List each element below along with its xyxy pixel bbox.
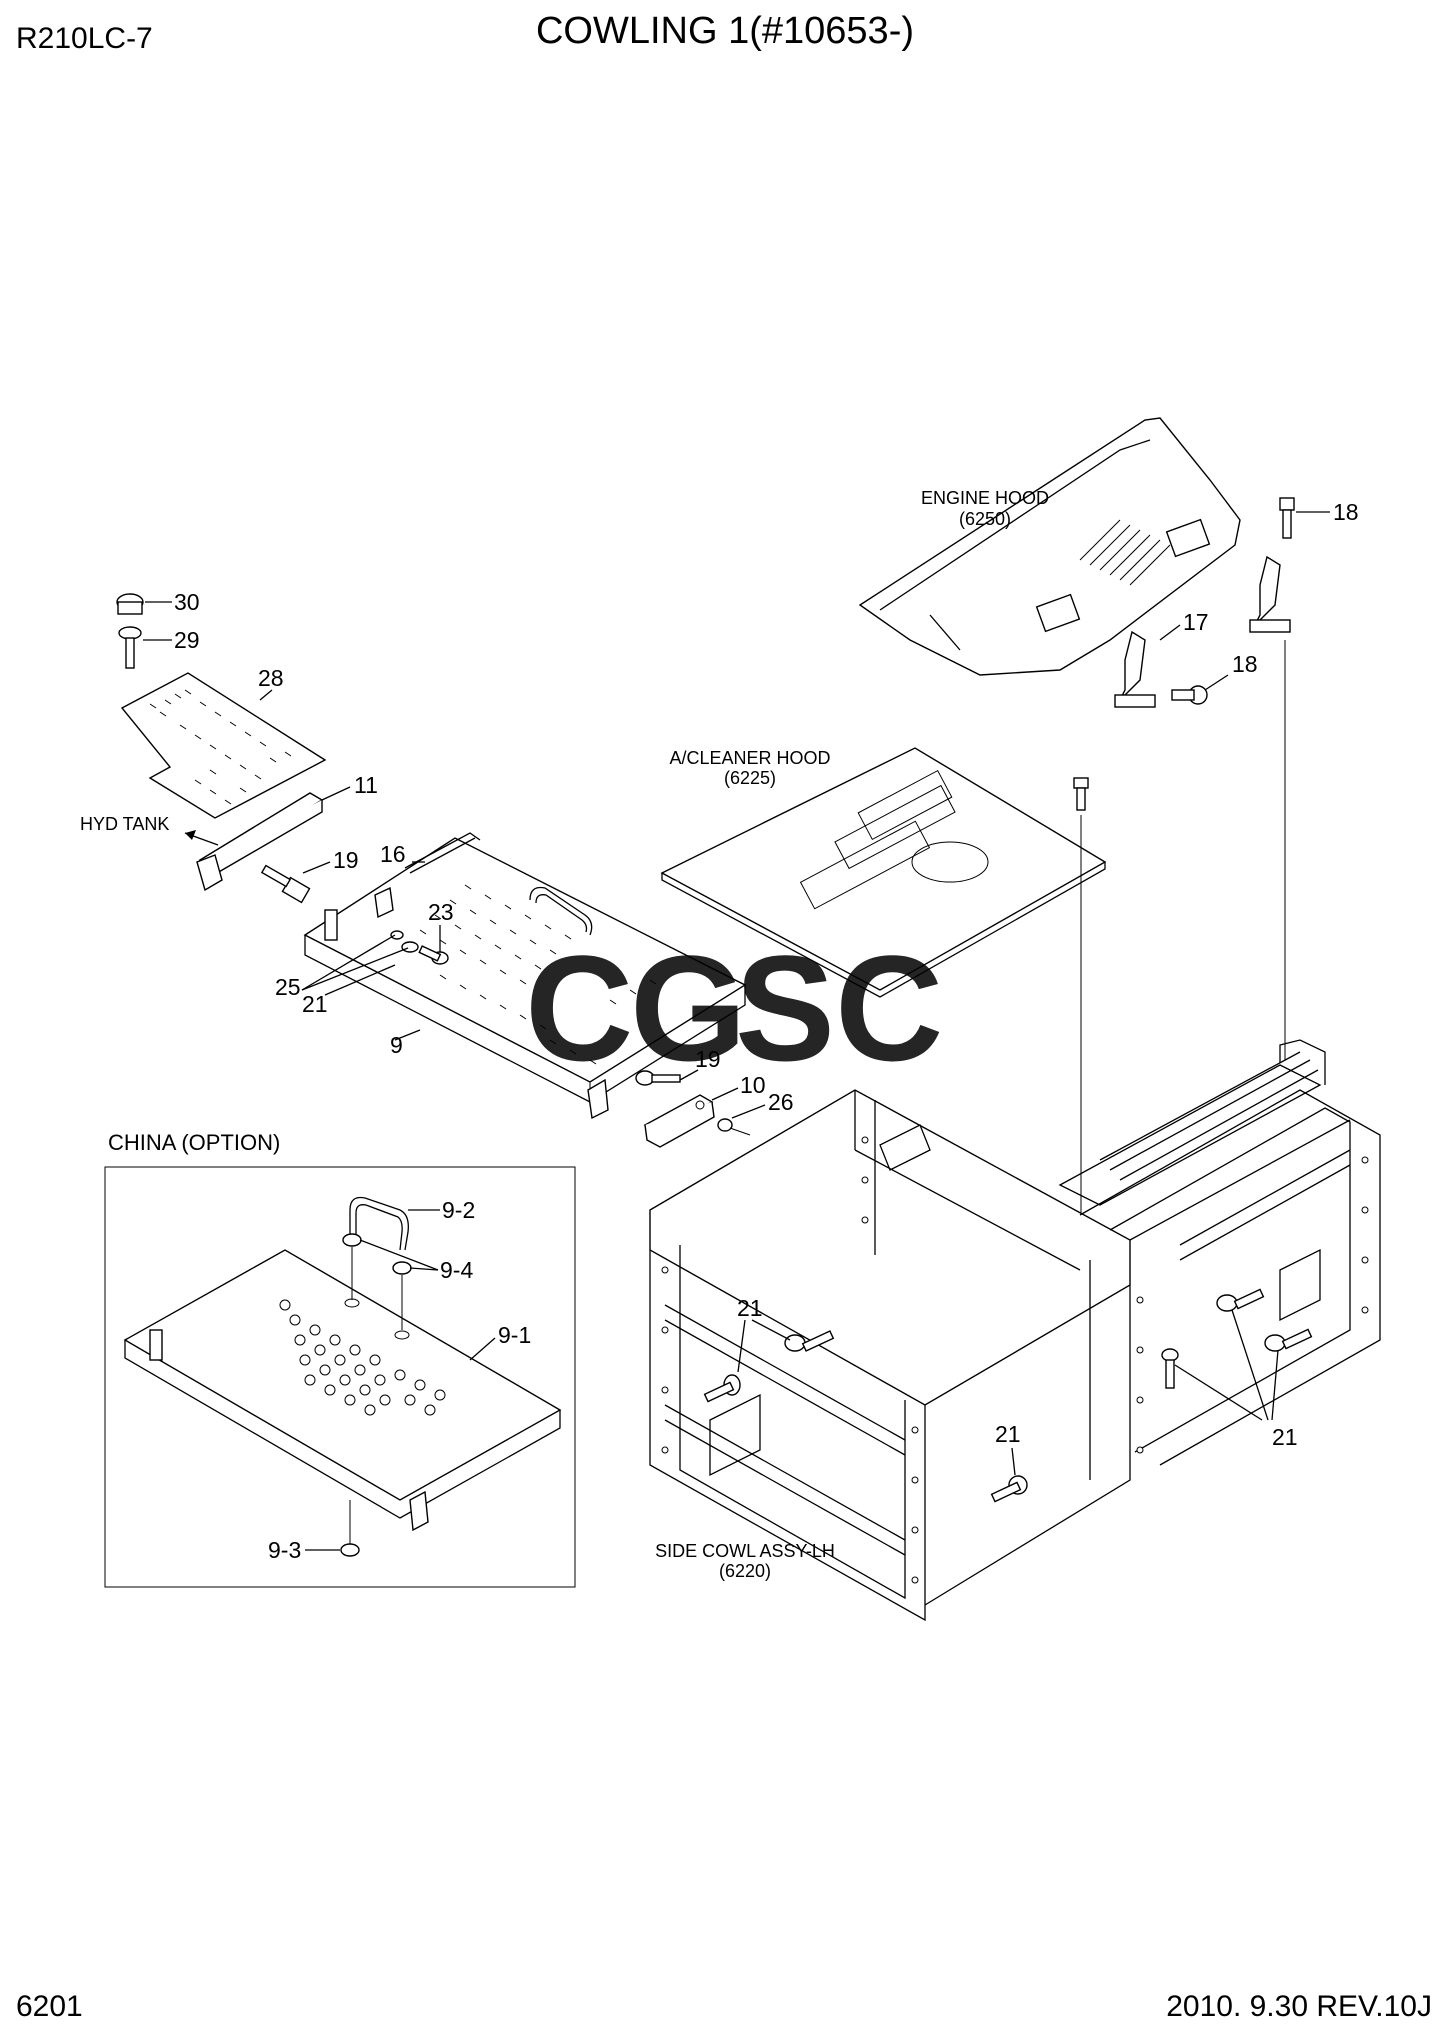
bolt-23	[418, 945, 449, 965]
china-option-label: CHINA (OPTION)	[108, 1130, 280, 1155]
side-cowl-ref: (6220)	[719, 1561, 771, 1581]
callout-9-3: 9-3	[268, 1537, 301, 1563]
callout-28: 28	[258, 665, 284, 691]
callout-9-4: 9-4	[440, 1257, 473, 1283]
hyd-tank-label: HYD TANK	[80, 814, 169, 834]
callout-29: 29	[174, 627, 200, 653]
callout-18a: 18	[1333, 499, 1359, 525]
bolt-21-group	[703, 1288, 1313, 1503]
bracket-11	[196, 792, 324, 892]
watermark-letter-3: S	[735, 924, 835, 1092]
bolt-19a	[260, 864, 311, 904]
washer-25	[390, 930, 419, 953]
nut-9-3	[340, 1500, 360, 1557]
callout-25: 25	[275, 974, 301, 1000]
page-number: 6201	[16, 1990, 83, 2023]
nut-26	[717, 1118, 751, 1136]
cover-9	[303, 837, 747, 1120]
china-option-box	[104, 1166, 576, 1588]
callout-21c: 21	[995, 1421, 1021, 1447]
callout-19b: 19	[695, 1046, 721, 1072]
callout-26: 26	[768, 1089, 794, 1115]
handle-9-2	[349, 1196, 409, 1251]
callout-30: 30	[174, 589, 200, 615]
watermark: C G S C	[525, 924, 943, 1092]
acleaner-hood	[660, 747, 1107, 998]
callout-18b: 18	[1232, 651, 1258, 677]
watermark-letter-2: G	[630, 924, 747, 1092]
watermark-letter-1: C	[525, 924, 633, 1092]
watermark-letter-4: C	[835, 924, 943, 1092]
plate-10	[643, 1094, 715, 1148]
bolt-19b	[635, 1070, 681, 1086]
callout-23: 23	[428, 899, 454, 925]
callout-21b: 21	[737, 1295, 763, 1321]
engine-hood-label: ENGINE HOOD	[921, 488, 1049, 508]
acleaner-hood-ref: (6225)	[724, 768, 776, 788]
page-title: COWLING 1(#10653-)	[535, 10, 914, 52]
hinge-17	[1114, 555, 1291, 708]
callout-9-2: 9-2	[442, 1197, 475, 1223]
side-cowl-frame	[649, 1039, 1381, 1622]
side-cowl-label: SIDE COWL ASSY-LH	[655, 1541, 835, 1561]
callout-21d: 21	[1272, 1424, 1298, 1450]
callout-9: 9	[390, 1032, 403, 1058]
callout-9-1: 9-1	[498, 1322, 531, 1348]
callout-16: 16	[380, 841, 406, 867]
model-name: R210LC-7	[16, 22, 153, 55]
bolt-30-29	[116, 593, 144, 669]
callout-10: 10	[740, 1072, 766, 1098]
plate-28	[120, 672, 327, 819]
cover-9-1	[123, 1249, 562, 1532]
callout-19a: 19	[333, 847, 359, 873]
callout-11: 11	[354, 772, 378, 798]
callout-17: 17	[1183, 609, 1209, 635]
handle-cover	[529, 886, 593, 936]
engine-hood	[858, 417, 1241, 676]
handle-16	[374, 832, 481, 919]
acleaner-bolt	[1073, 777, 1089, 811]
engine-hood-ref: (6250)	[959, 509, 1011, 529]
acleaner-hood-label: A/CLEANER HOOD	[669, 748, 830, 768]
callout-21a: 21	[302, 991, 328, 1017]
revision-date: 2010. 9.30 REV.10J	[1166, 1990, 1432, 2023]
bolt-18	[1171, 497, 1295, 705]
